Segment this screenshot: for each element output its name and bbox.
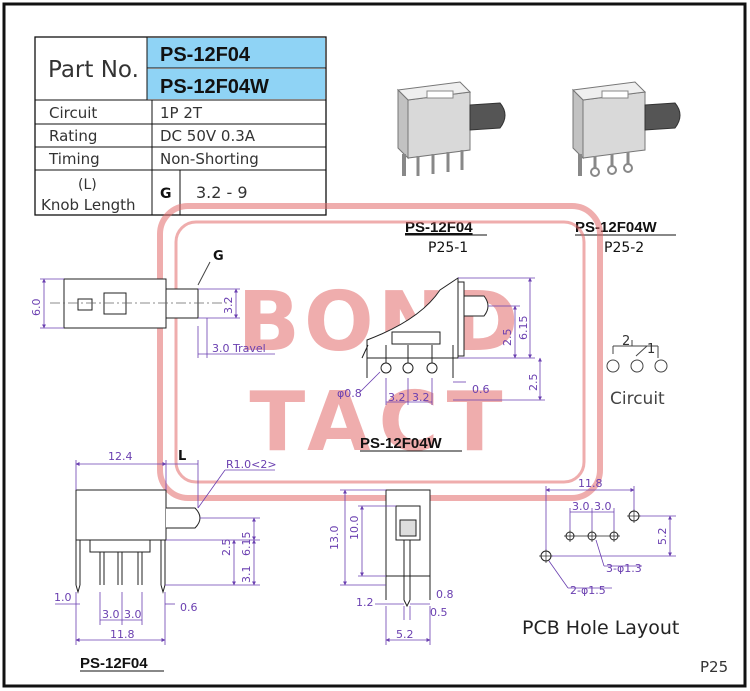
w-side-title: PS-12F04W: [360, 435, 443, 452]
front-view-dims: [55, 460, 275, 645]
end-view-dims: [340, 489, 431, 645]
watermark-line-2: TACT: [249, 375, 510, 470]
knob-code: G: [160, 186, 172, 202]
dim-travel: [197, 318, 275, 358]
product-image-ps12f04: [396, 81, 506, 176]
front-dim-25: 2.5: [220, 539, 233, 557]
spec-table: Part No. PS-12F04 PS-12F04W Circuit 1P 2…: [34, 36, 327, 216]
end-dim-width: 5.2: [396, 628, 414, 641]
front-dim-124: 12.4: [108, 450, 133, 463]
front-dim-615: 6.15: [240, 532, 253, 557]
part-number-cell-2: [147, 69, 325, 99]
product-image-ps12f04w: [571, 81, 681, 177]
timing-label: Timing: [48, 150, 100, 168]
dim-top-width: 6.0: [30, 299, 43, 317]
end-dim-100: 10.0: [348, 516, 361, 541]
knob-value: 3.2 - 9: [196, 183, 248, 202]
circuit-value: 1P 2T: [160, 104, 203, 122]
photo-label-2: PS-12F04W: [575, 219, 658, 236]
part-number-cell-1: [147, 38, 325, 68]
top-view-drawing: [50, 261, 230, 329]
circuit-pin-2: 2: [622, 334, 630, 349]
dim-knob-32: [198, 288, 240, 319]
w-dim-615: 6.15: [517, 316, 530, 341]
front-dim-pitch2: 3.0: [124, 608, 142, 621]
end-dim-offset: 1.2: [356, 596, 374, 609]
end-dim-pin-w: 0.5: [430, 606, 448, 619]
circuit-label: Circuit: [610, 389, 665, 409]
circuit-label: Circuit: [49, 104, 97, 122]
knob-length-label-1: (L): [78, 177, 97, 193]
dim-top-knob: 3.2: [222, 297, 235, 315]
end-dim-pin-t: 0.8: [436, 588, 454, 601]
dim-width-6: [40, 278, 64, 329]
front-dim-pitch1: 3.0: [102, 608, 120, 621]
part-number-1: PS-12F04: [160, 44, 251, 66]
w-dim-pitch1: 3.2: [388, 391, 406, 404]
photo-page-1: P25-1: [428, 240, 468, 256]
pcb-big-holes: 2-φ1.5: [570, 584, 606, 597]
end-view-drawing: [385, 489, 431, 608]
pcb-dim-total: 11.8: [578, 477, 603, 490]
top-view-code: G: [213, 249, 224, 264]
part-no-label: Part No.: [48, 57, 139, 83]
w-dim-25b: 2.5: [527, 374, 540, 392]
front-view-drawing: [75, 489, 201, 594]
dim-top-travel: 3.0 Travel: [212, 342, 266, 355]
front-dim-31: 3.1: [240, 566, 253, 584]
circuit-symbol: [606, 340, 668, 373]
rating-value: DC 50V 0.3A: [160, 127, 256, 145]
pcb-dim-pitch1: 3.0: [572, 500, 590, 513]
end-dim-130: 13.0: [328, 526, 341, 551]
pcb-dims: [545, 486, 676, 589]
w-side-view-drawing: [361, 277, 489, 378]
w-dim-hole: φ0.8: [337, 387, 362, 400]
front-knob-code: L: [178, 449, 186, 464]
w-dim-pin: 0.6: [472, 383, 490, 396]
knob-length-label-2: Knob Length: [41, 196, 136, 214]
front-dim-pin: 0.6: [180, 601, 198, 614]
pcb-layout-title: PCB Hole Layout: [522, 617, 679, 639]
w-dim-25a: 2.5: [501, 329, 514, 347]
pcb-small-holes: 3-φ1.3: [606, 562, 642, 575]
timing-value: Non-Shorting: [160, 150, 259, 168]
front-dim-offset: 1.0: [54, 591, 72, 604]
pcb-layout-drawing: [539, 509, 641, 563]
w-side-dims: [359, 277, 545, 405]
circuit-pin-1: 1: [647, 342, 655, 357]
bondtact-watermark: BOND TACT: [157, 203, 603, 501]
pcb-dim-pitch2: 3.0: [594, 500, 612, 513]
pcb-dim-depth: 5.2: [656, 528, 669, 546]
rating-label: Rating: [49, 127, 97, 145]
front-dim-total: 11.8: [110, 628, 135, 641]
photo-page-2: P25-2: [604, 240, 644, 256]
front-view-title: PS-12F04: [80, 655, 148, 672]
front-radius: R1.0<2>: [226, 458, 277, 471]
part-number-2: PS-12F04W: [160, 76, 269, 98]
w-dim-pitch2: 3.2: [412, 391, 430, 404]
page-number: P25: [700, 658, 728, 676]
